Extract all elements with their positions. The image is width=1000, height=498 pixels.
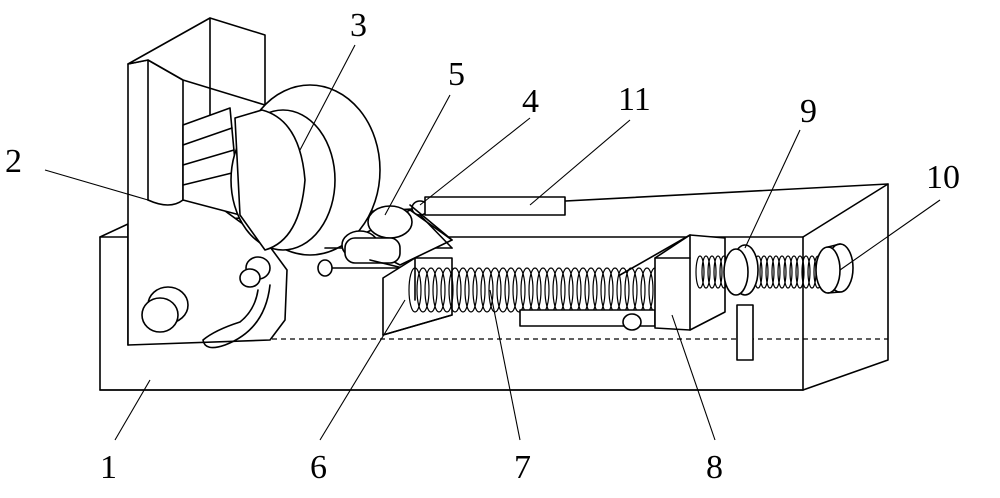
spring-coil-10: [488, 267, 502, 313]
spring-coil-12: [504, 267, 518, 313]
knob-cylinder: [141, 286, 189, 333]
screw-coil-left-2: [707, 255, 717, 289]
rotating-disc: [230, 84, 381, 256]
label-3: 3: [350, 7, 367, 44]
spring-coil-0: [408, 267, 422, 313]
screw-coil-right-1: [759, 255, 769, 289]
label-1: 1: [100, 449, 117, 486]
spring-coil-6: [456, 267, 470, 313]
label-10: 10: [926, 159, 960, 196]
guide-slot: [424, 196, 566, 216]
spring-coil-3: [432, 267, 446, 313]
spring-coil-8: [472, 267, 486, 313]
label-7: 7: [514, 449, 531, 486]
screw-coil-right-3: [771, 255, 781, 289]
screw-coil-right-8: [801, 255, 811, 289]
screw-coil-right-5: [783, 255, 793, 289]
end-knob: [815, 243, 854, 294]
curved-slot: [202, 256, 271, 349]
screw-coil-right-4: [777, 255, 787, 289]
label-5: 5: [448, 56, 465, 93]
spring-coil-11: [496, 267, 510, 313]
label-6: 6: [310, 449, 327, 486]
adjust-nut: [723, 244, 759, 361]
spring-coil-5: [448, 267, 462, 313]
screw-coil-left-1: [701, 255, 711, 289]
spring-coil-4: [440, 267, 454, 313]
spring-coil-2: [424, 267, 438, 313]
slot-pin: [622, 313, 642, 331]
leader-lines: [44, 44, 941, 441]
screw-coil-right-2: [765, 255, 775, 289]
label-2: 2: [5, 143, 22, 180]
spring-coil-13: [512, 267, 526, 313]
label-8: 8: [706, 449, 723, 486]
screw-coil-right-7: [795, 255, 805, 289]
screw-coil-left-0: [695, 255, 705, 289]
screw-coil-right-6: [789, 255, 799, 289]
screw-coil-left-3: [713, 255, 723, 289]
label-4: 4: [522, 83, 539, 120]
spring-coil-9: [480, 267, 494, 313]
spring-coil-1: [416, 267, 430, 313]
right-slider-block: [619, 234, 726, 331]
spring-coil-7: [464, 267, 478, 313]
label-9: 9: [800, 93, 817, 130]
label-11: 11: [618, 81, 651, 118]
